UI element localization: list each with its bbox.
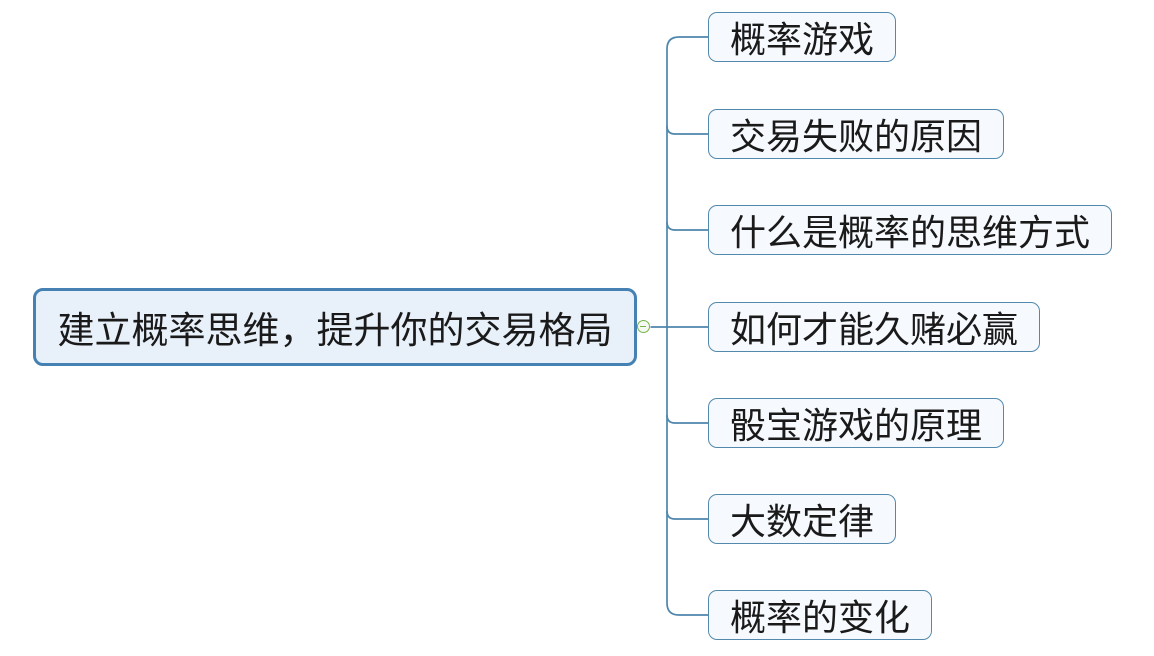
collapse-button[interactable] [637, 320, 650, 333]
topic-label: 什么是概率的思维方式 [730, 213, 1091, 253]
topic-node-1[interactable]: 概率游戏 [708, 12, 897, 62]
topic-node-3[interactable]: 什么是概率的思维方式 [708, 205, 1113, 255]
topic-node-5[interactable]: 骰宝游戏的原理 [708, 398, 1005, 448]
topic-label: 概率的变化 [730, 598, 911, 638]
topic-node-2[interactable]: 交易失败的原因 [708, 109, 1005, 159]
topic-label: 概率游戏 [730, 20, 875, 60]
topic-node-6[interactable]: 大数定律 [708, 494, 897, 544]
root-topic-node[interactable]: 建立概率思维，提升你的交易格局 [33, 288, 637, 366]
topic-node-7[interactable]: 概率的变化 [708, 590, 933, 640]
root-topic-label: 建立概率思维，提升你的交易格局 [57, 311, 613, 352]
topic-label: 骰宝游戏的原理 [730, 406, 983, 446]
topic-node-4[interactable]: 如何才能久赌必赢 [708, 302, 1041, 352]
topic-label: 大数定律 [730, 502, 875, 542]
topic-label: 如何才能久赌必赢 [730, 310, 1019, 350]
collapse-minus-icon [640, 325, 646, 327]
topic-label: 交易失败的原因 [730, 117, 983, 157]
